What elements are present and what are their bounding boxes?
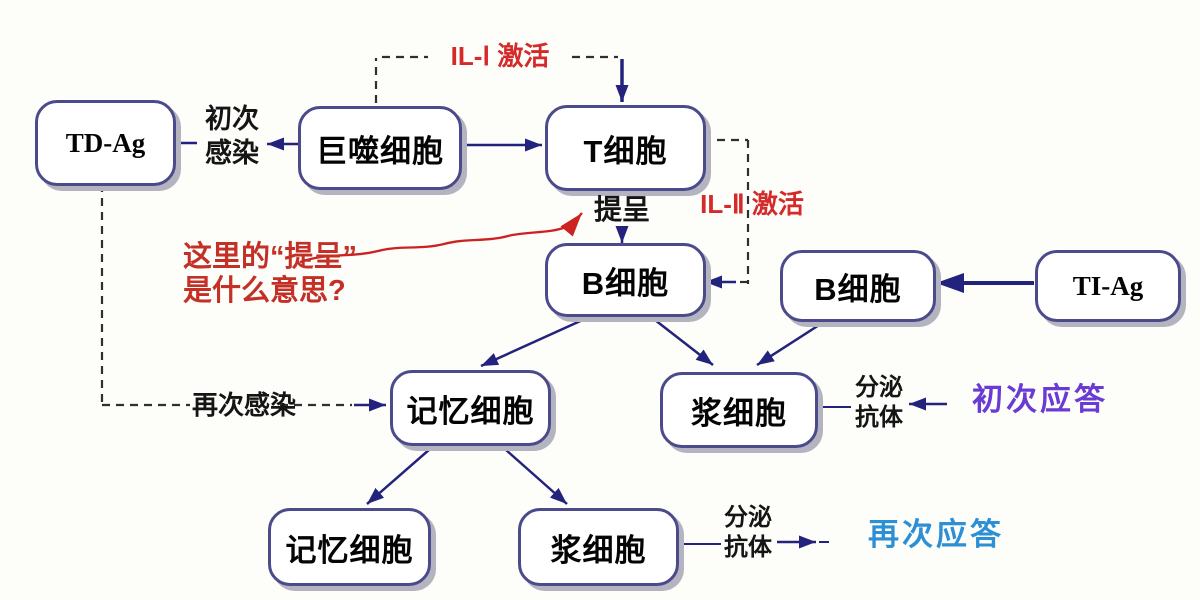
node-label: 记忆细胞	[406, 393, 535, 429]
node-macrophage: 巨噬细胞	[298, 106, 462, 190]
node-label: 记忆细胞	[285, 532, 414, 568]
node-tiag: TI-Ag	[1035, 250, 1181, 322]
bcell2-to-plasma-arrow	[756, 316, 831, 367]
memory-to-plasma2-arrow	[496, 441, 568, 505]
annotation-arrow	[299, 212, 583, 264]
node-plasma-cell-2: 浆细胞	[518, 508, 679, 586]
node-memory-cell-1: 记忆细胞	[390, 370, 551, 446]
label-secondary-response: 再次应答	[868, 517, 1004, 552]
node-plasma-cell-1: 浆细胞	[660, 372, 818, 448]
node-label: B细胞	[814, 271, 902, 307]
node-bcell-1: B细胞	[545, 243, 706, 317]
solid-connectors	[171, 59, 1034, 549]
node-tdag: TD-Ag	[35, 100, 176, 186]
node-label: 浆细胞	[691, 395, 787, 431]
node-label: TD-Ag	[65, 127, 146, 158]
node-label: 巨噬细胞	[316, 133, 444, 169]
node-label: B细胞	[581, 265, 670, 301]
label-primary-infection: 初次 感染	[205, 104, 259, 168]
bcell-to-plasma-arrow	[645, 312, 714, 366]
label-primary-response: 初次应答	[972, 382, 1108, 417]
memory-to-memory2-arrow	[366, 441, 439, 505]
node-bcell-2: B细胞	[780, 250, 936, 322]
node-label: 浆细胞	[550, 532, 647, 568]
annotation-question: 这里的“提呈” 是什么意思?	[183, 241, 358, 307]
node-memory-cell-2: 记忆细胞	[268, 508, 431, 586]
bcell-to-memory-arrow	[480, 311, 599, 368]
label-secrete-antibody-1: 分泌 抗体	[855, 374, 903, 431]
label-secondary-infection: 再次感染	[191, 390, 296, 420]
node-label: TI-Ag	[1072, 270, 1144, 301]
label-il2-activation: IL-Ⅱ 激活	[700, 189, 804, 219]
label-presentation: 提呈	[593, 194, 650, 225]
label-il1-activation: IL-Ⅰ 激活	[450, 41, 550, 71]
label-secrete-antibody-2: 分泌 抗体	[724, 504, 772, 561]
node-tcell: T细胞	[545, 105, 706, 191]
dashed-paths	[100, 55, 750, 407]
node-label: T细胞	[583, 133, 668, 169]
